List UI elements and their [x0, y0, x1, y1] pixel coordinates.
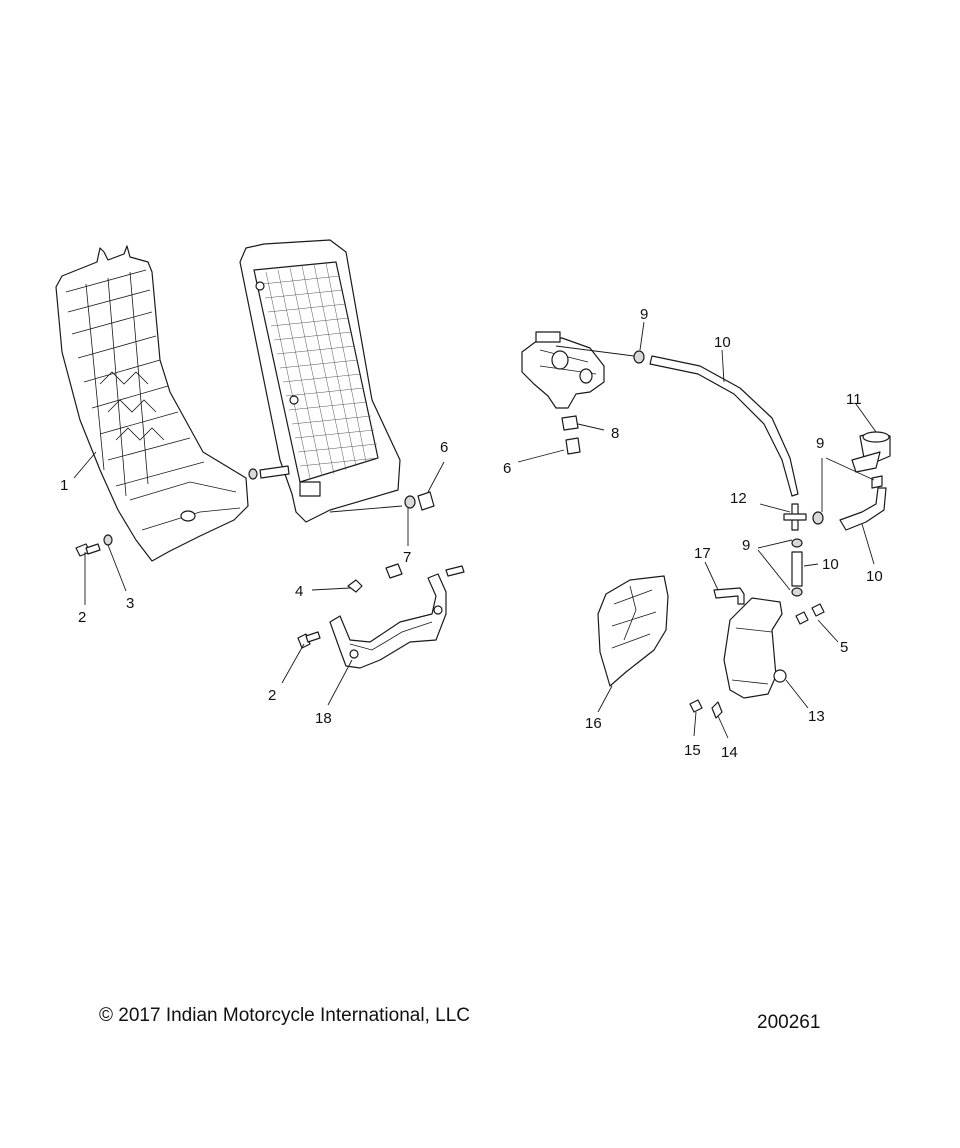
callout-labels: 1 2 3 2 4 18 6 7 6 8 9 10 11 9 12 9 10 1… [60, 306, 883, 761]
callout-17: 17 [694, 545, 711, 562]
callout-9-mid: 9 [742, 537, 750, 554]
callout-16: 16 [585, 715, 602, 732]
callout-1: 1 [60, 477, 68, 494]
callout-9-right: 9 [816, 435, 824, 452]
callout-6-thermostat: 6 [503, 460, 511, 477]
callout-5: 5 [840, 639, 848, 656]
callout-2-lower: 2 [268, 687, 276, 704]
callout-18: 18 [315, 710, 332, 727]
thermostat-housing [521, 331, 605, 409]
callout-9-upper: 9 [640, 306, 648, 323]
mount-nut-4 [347, 579, 363, 593]
mount-bracket-18 [329, 573, 447, 669]
leader-lines [73, 321, 877, 739]
screw-15 [689, 699, 703, 713]
clamp-9-upper [633, 350, 645, 364]
screw-5 [795, 603, 825, 625]
callout-2-upper: 2 [78, 609, 86, 626]
washer-3 [103, 534, 113, 546]
bracket-bolt [445, 565, 465, 577]
callout-3: 3 [126, 595, 134, 612]
callout-15: 15 [684, 742, 701, 759]
callout-6-radiator: 6 [440, 439, 448, 456]
mount-grommet [385, 563, 403, 579]
callout-4: 4 [295, 583, 303, 600]
radiator-shroud [55, 245, 249, 562]
callout-10-upper: 10 [714, 334, 731, 351]
radiator-mount-bolt [248, 465, 290, 480]
hose-10-mid [791, 551, 803, 587]
hose-10-upper [649, 355, 799, 497]
bushing-6-radiator [417, 491, 435, 511]
hose-17 [713, 587, 745, 605]
clamp-9-mid [791, 538, 803, 548]
clamp-bottle [871, 475, 883, 489]
clamp-9-mid-lower [791, 587, 803, 597]
callout-10-bottle: 10 [866, 568, 883, 585]
bolt-2-upper [75, 543, 101, 557]
copyright-notice: © 2017 Indian Motorcycle International, … [99, 1005, 470, 1026]
diagram-number: 200261 [757, 1012, 821, 1033]
clip-14 [711, 701, 723, 719]
radiator-core [239, 239, 401, 523]
callout-10-mid: 10 [822, 556, 839, 573]
bolt-2-lower [297, 631, 321, 649]
bushing-6-thermostat [565, 437, 581, 455]
bottle-cap-11 [851, 431, 891, 473]
tee-fitting-12 [783, 503, 807, 531]
hose-10-bottle [839, 487, 887, 531]
callout-8: 8 [611, 425, 619, 442]
callout-14: 14 [721, 744, 738, 761]
callout-11: 11 [846, 391, 862, 408]
clamp-9-right [812, 511, 824, 525]
heat-shield-16 [597, 575, 669, 687]
callout-7: 7 [403, 549, 411, 566]
callout-12: 12 [730, 490, 747, 507]
clamp-8 [561, 415, 579, 431]
coolant-reservoir-13 [723, 597, 787, 699]
grommet-7 [404, 495, 416, 509]
callout-13: 13 [808, 708, 825, 725]
